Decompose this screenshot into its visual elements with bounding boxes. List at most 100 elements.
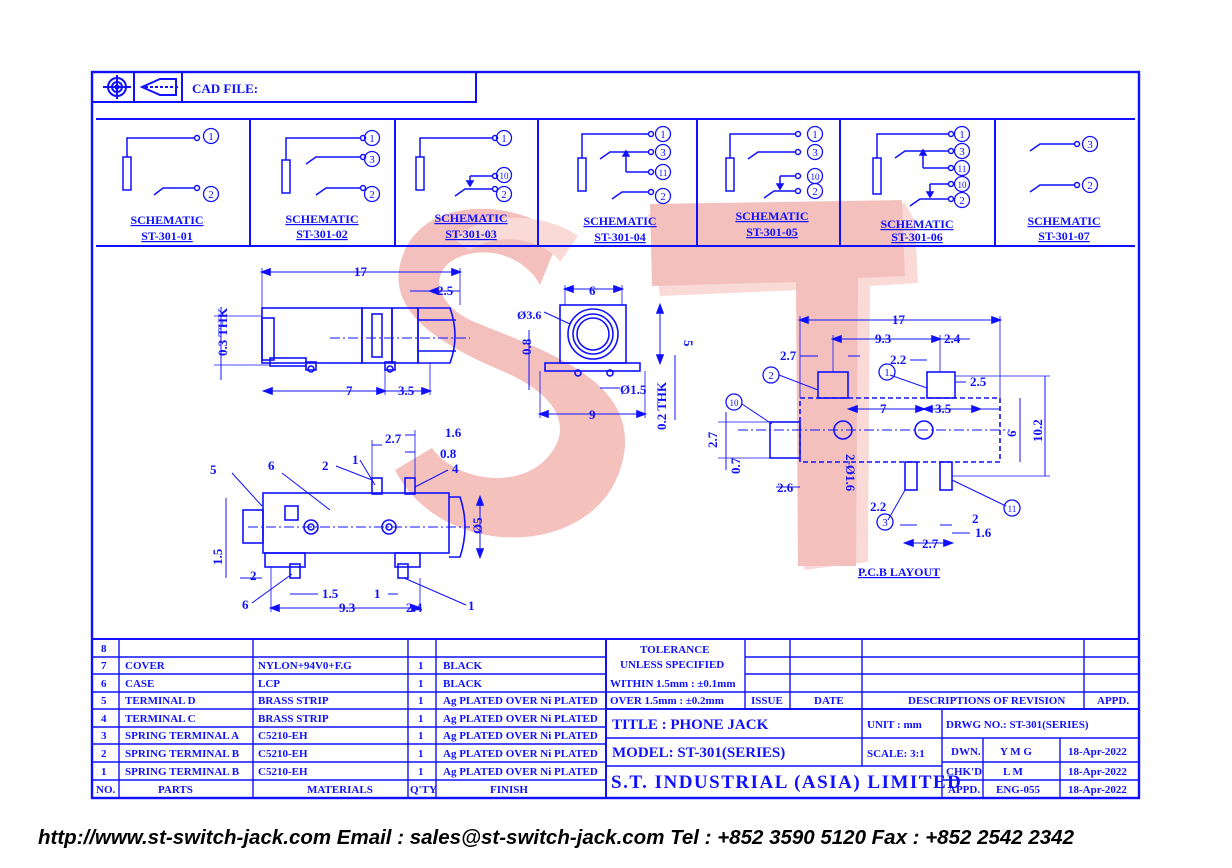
pcb-callouts (725, 363, 1021, 531)
svg-text:2.2: 2.2 (870, 499, 886, 514)
svg-text:L M: L M (1003, 766, 1023, 778)
svg-text:11: 11 (659, 168, 668, 178)
svg-text:DATE: DATE (814, 695, 844, 707)
svg-text:3.5: 3.5 (398, 383, 415, 398)
schematic-pin-labels (202, 125, 1099, 209)
svg-text:ST-301-05: ST-301-05 (746, 225, 798, 239)
svg-text:C5210-EH: C5210-EH (258, 748, 308, 760)
top-view-dims: 17 2.5 7 3.5 0.3 THK (215, 264, 454, 398)
svg-text:1: 1 (418, 766, 424, 778)
schematic-6 (872, 130, 955, 207)
svg-text:18-Apr-2022: 18-Apr-2022 (1068, 746, 1127, 758)
svg-text:1: 1 (418, 748, 424, 760)
svg-text:SPRING TERMINAL B: SPRING TERMINAL B (125, 748, 240, 760)
svg-text:SPRING TERMINAL A: SPRING TERMINAL A (125, 730, 239, 742)
svg-text:3: 3 (369, 154, 375, 166)
svg-text:2: 2 (101, 748, 107, 760)
svg-text:1: 1 (660, 129, 666, 141)
svg-text:CHK'D: CHK'D (946, 766, 982, 778)
schematic-7 (1029, 140, 1081, 193)
st-watermark (395, 200, 918, 570)
cad-file-label: CAD FILE: (192, 81, 258, 96)
svg-text:ST-301-04: ST-301-04 (594, 230, 646, 244)
svg-text:1: 1 (418, 730, 424, 742)
svg-text:5: 5 (210, 462, 217, 477)
svg-text:LCP: LCP (258, 678, 280, 690)
svg-text:11: 11 (958, 164, 967, 174)
svg-text:10: 10 (811, 172, 821, 182)
svg-text:DWN.: DWN. (951, 746, 981, 758)
pcb-dims: 17 9.3 2.4 2.7 2.2 2.5 7 3.5 6 10.2 2.7 … (705, 312, 1045, 579)
cad-header (91, 71, 477, 103)
schematic-3 (415, 134, 499, 197)
svg-text:PARTS: PARTS (158, 784, 193, 796)
svg-text:1: 1 (374, 586, 381, 601)
svg-text:2: 2 (322, 458, 329, 473)
svg-text:SCHEMATIC: SCHEMATIC (434, 211, 507, 225)
bom-table-grid (92, 638, 1139, 798)
svg-text:1: 1 (418, 678, 424, 690)
svg-text:Q'TY: Q'TY (410, 784, 437, 796)
svg-text:3: 3 (882, 517, 888, 529)
svg-text:1.5: 1.5 (322, 586, 339, 601)
svg-text:SCHEMATIC: SCHEMATIC (1027, 214, 1100, 228)
svg-text:2.5: 2.5 (437, 283, 454, 298)
svg-text:7: 7 (101, 660, 107, 672)
svg-text:10: 10 (730, 398, 740, 408)
svg-text:4: 4 (101, 713, 107, 725)
svg-text:APPD.: APPD. (948, 784, 980, 796)
svg-text:CASE: CASE (125, 678, 154, 690)
svg-text:2: 2 (768, 370, 774, 382)
svg-text:ST-301-01: ST-301-01 (141, 229, 193, 243)
svg-text:BLACK: BLACK (443, 660, 483, 672)
svg-text:UNLESS SPECIFIED: UNLESS SPECIFIED (620, 659, 724, 671)
svg-text:S.T. INDUSTRIAL (ASIA) LIMITED: S.T. INDUSTRIAL (ASIA) LIMITED (611, 772, 962, 793)
svg-text:DRWG NO.: ST-301(SERIES): DRWG NO.: ST-301(SERIES) (946, 719, 1089, 731)
svg-text:3: 3 (101, 730, 107, 742)
svg-text:C5210-EH: C5210-EH (258, 766, 308, 778)
svg-text:ENG-055: ENG-055 (996, 784, 1041, 796)
svg-text:8: 8 (101, 643, 107, 655)
schematic-strip (96, 118, 1135, 247)
svg-text:2.7: 2.7 (385, 431, 402, 446)
svg-text:2.7: 2.7 (922, 536, 939, 551)
side-view-dims: 2.7 1.6 0.8 1.5 2 Ø5 1.5 1 9.3 2.4 5 6 2… (210, 425, 485, 615)
svg-text:BRASS STRIP: BRASS STRIP (258, 695, 329, 707)
tolerance-block: TOLERANCE UNLESS SPECIFIED WITHIN 1.5mm … (610, 644, 736, 707)
svg-text:Ag PLATED OVER Ni PLATED: Ag PLATED OVER Ni PLATED (443, 730, 598, 742)
svg-text:10: 10 (500, 171, 510, 181)
svg-text:9.3: 9.3 (875, 331, 892, 346)
svg-text:10: 10 (958, 180, 968, 190)
svg-text:1: 1 (468, 598, 475, 613)
svg-text:7: 7 (346, 383, 353, 398)
svg-text:5: 5 (101, 695, 107, 707)
svg-text:3: 3 (959, 146, 965, 158)
svg-text:OVER 1.5mm : ±0.2mm: OVER 1.5mm : ±0.2mm (610, 695, 724, 707)
svg-text:2.2: 2.2 (890, 352, 906, 367)
svg-text:18-Apr-2022: 18-Apr-2022 (1068, 766, 1127, 778)
svg-text:0.7: 0.7 (728, 457, 743, 474)
svg-text:2: 2 (660, 191, 666, 203)
svg-text:COVER: COVER (125, 660, 166, 672)
svg-text:UNIT : mm: UNIT : mm (867, 719, 922, 731)
top-view (214, 267, 470, 396)
svg-text:NO.: NO. (96, 784, 116, 796)
svg-text:2-Ø1.6: 2-Ø1.6 (843, 454, 858, 492)
svg-text:2: 2 (501, 189, 507, 201)
front-view (528, 284, 676, 420)
schematic-1 (122, 134, 201, 196)
svg-text:TITLE : PHONE JACK: TITLE : PHONE JACK (612, 717, 769, 733)
svg-text:2.7: 2.7 (780, 348, 797, 363)
svg-text:2.7: 2.7 (705, 431, 720, 448)
svg-text:17: 17 (354, 264, 368, 279)
svg-text:DESCRIPTIONS OF REVISION: DESCRIPTIONS OF REVISION (908, 695, 1065, 707)
svg-text:2: 2 (208, 189, 214, 201)
svg-text:7: 7 (880, 401, 887, 416)
svg-text:Ag PLATED OVER Ni PLATED: Ag PLATED OVER Ni PLATED (443, 713, 598, 725)
svg-text:SCALE: 3:1: SCALE: 3:1 (867, 748, 925, 760)
svg-text:MODEL: ST-301(SERIES): MODEL: ST-301(SERIES) (612, 745, 785, 761)
svg-text:5: 5 (681, 340, 696, 347)
svg-text:3: 3 (1087, 139, 1093, 151)
svg-text:1: 1 (418, 713, 424, 725)
